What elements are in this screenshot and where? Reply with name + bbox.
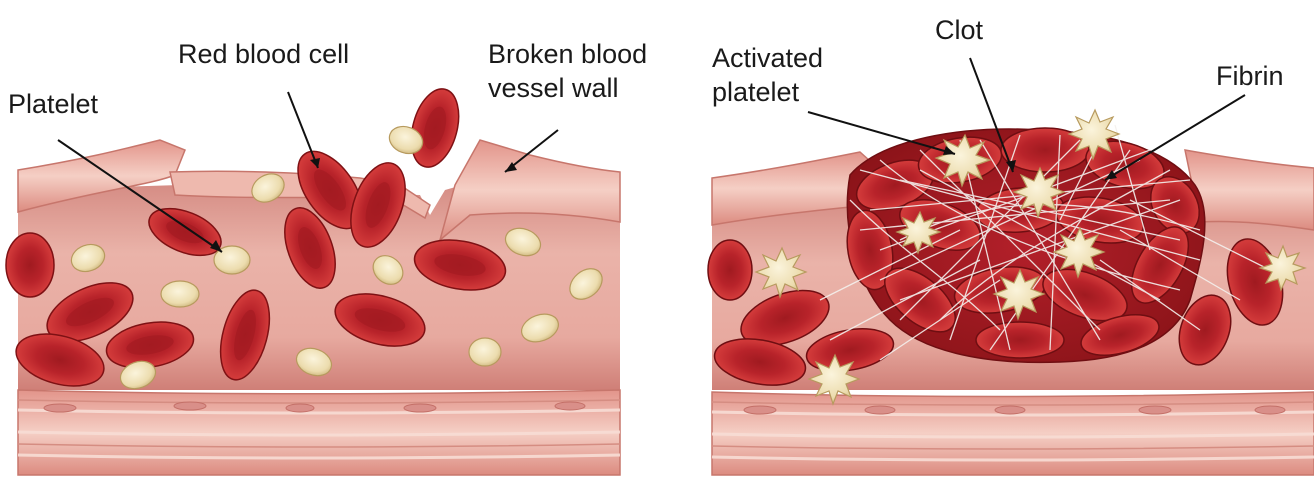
clot-label: Clot [935,14,983,46]
red-blood-cell [6,233,54,297]
broken-wall-label-line1: Broken blood [488,38,647,70]
fibrin-label: Fibrin [1216,60,1284,92]
activated-platelet-label-line1: Activated [712,42,823,74]
activated-platelet-label-line2: platelet [712,76,799,108]
platelet [161,281,199,307]
red-blood-cell [708,240,752,300]
platelet [469,338,501,366]
activated-platelet-leader-line [808,112,955,154]
broken-wall-label-line2: vessel wall [488,72,619,104]
platelet-label: Platelet [8,88,98,120]
red-blood-cell-label: Red blood cell [178,38,349,70]
